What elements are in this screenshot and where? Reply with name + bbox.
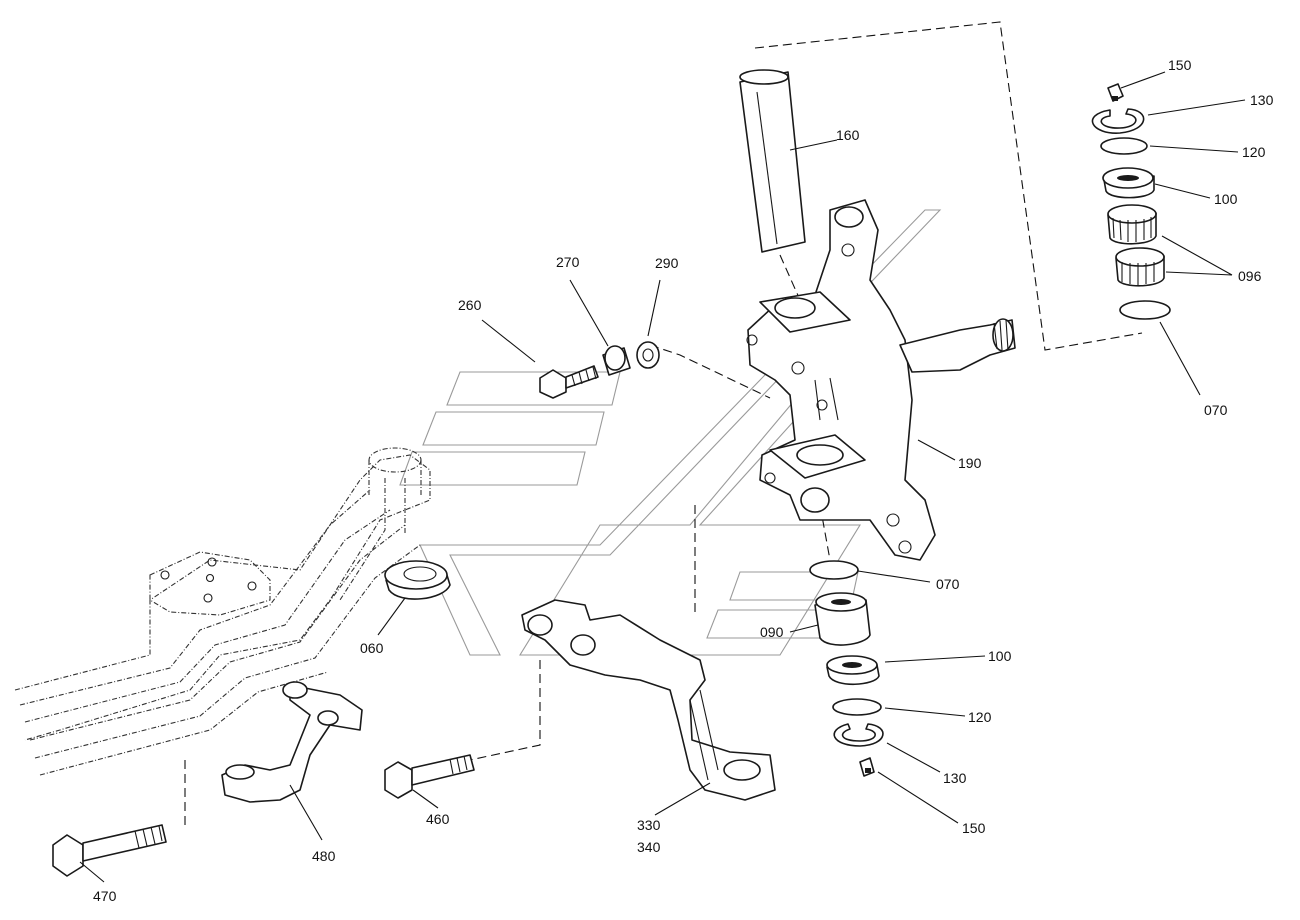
kingpin-part [739,69,806,253]
needle-bearing-top-part [1107,204,1157,245]
grease-nipple-bottom-part [859,757,875,777]
callout-470: 470 [93,888,117,904]
thrust-washer-bottom-part [826,655,880,686]
callout-labels: 150 130 120 100 096 070 160 270 290 260 … [93,57,1274,904]
callout-060: 060 [360,640,384,656]
callout-150-bottom: 150 [962,820,986,836]
steering-knuckle-part [746,199,1016,561]
bolt-470-part [52,824,167,877]
callout-070-top: 070 [1204,402,1228,418]
shim-bottom-part [809,560,859,580]
bracket-480-part [221,681,363,803]
callout-330: 330 [637,817,661,833]
leader-lines [79,71,1246,883]
callout-190: 190 [958,455,982,471]
steering-arm-part [521,599,776,801]
bolt-260-part [539,365,599,399]
washer-290-part [636,341,660,369]
callout-100-top: 100 [1214,191,1238,207]
callout-100-bottom: 100 [988,648,1012,664]
bushing-090-part [814,592,871,646]
bolt-460-part [384,754,475,799]
o-ring-bottom-part [832,698,882,716]
callout-090: 090 [760,624,784,640]
callout-480: 480 [312,848,336,864]
callout-130-bottom: 130 [943,770,967,786]
callout-096: 096 [1238,268,1262,284]
shim-top-part [1119,300,1171,320]
callout-290: 290 [655,255,679,271]
callout-260: 260 [458,297,482,313]
callout-120-bottom: 120 [968,709,992,725]
o-ring-top-part [1100,137,1148,155]
thrust-washer-top-part [1102,167,1155,199]
axle-beam-phantom [14,447,431,776]
callout-160: 160 [836,127,860,143]
callout-340: 340 [637,839,661,855]
callout-130-top: 130 [1250,92,1274,108]
spacer-270-part [602,345,631,376]
grease-nipple-top-part [1107,83,1124,102]
callout-120-top: 120 [1242,144,1266,160]
callout-150-top: 150 [1168,57,1192,73]
callout-460: 460 [426,811,450,827]
beam-pad-holes [160,557,257,603]
needle-bearing-lower-part [1115,247,1165,287]
circlip-top-part [1091,108,1145,134]
seal-060-part [384,560,451,600]
callout-070-bottom: 070 [936,576,960,592]
assembly-lines [184,21,1143,828]
circlip-bottom-part [833,723,884,747]
callout-270: 270 [556,254,580,270]
